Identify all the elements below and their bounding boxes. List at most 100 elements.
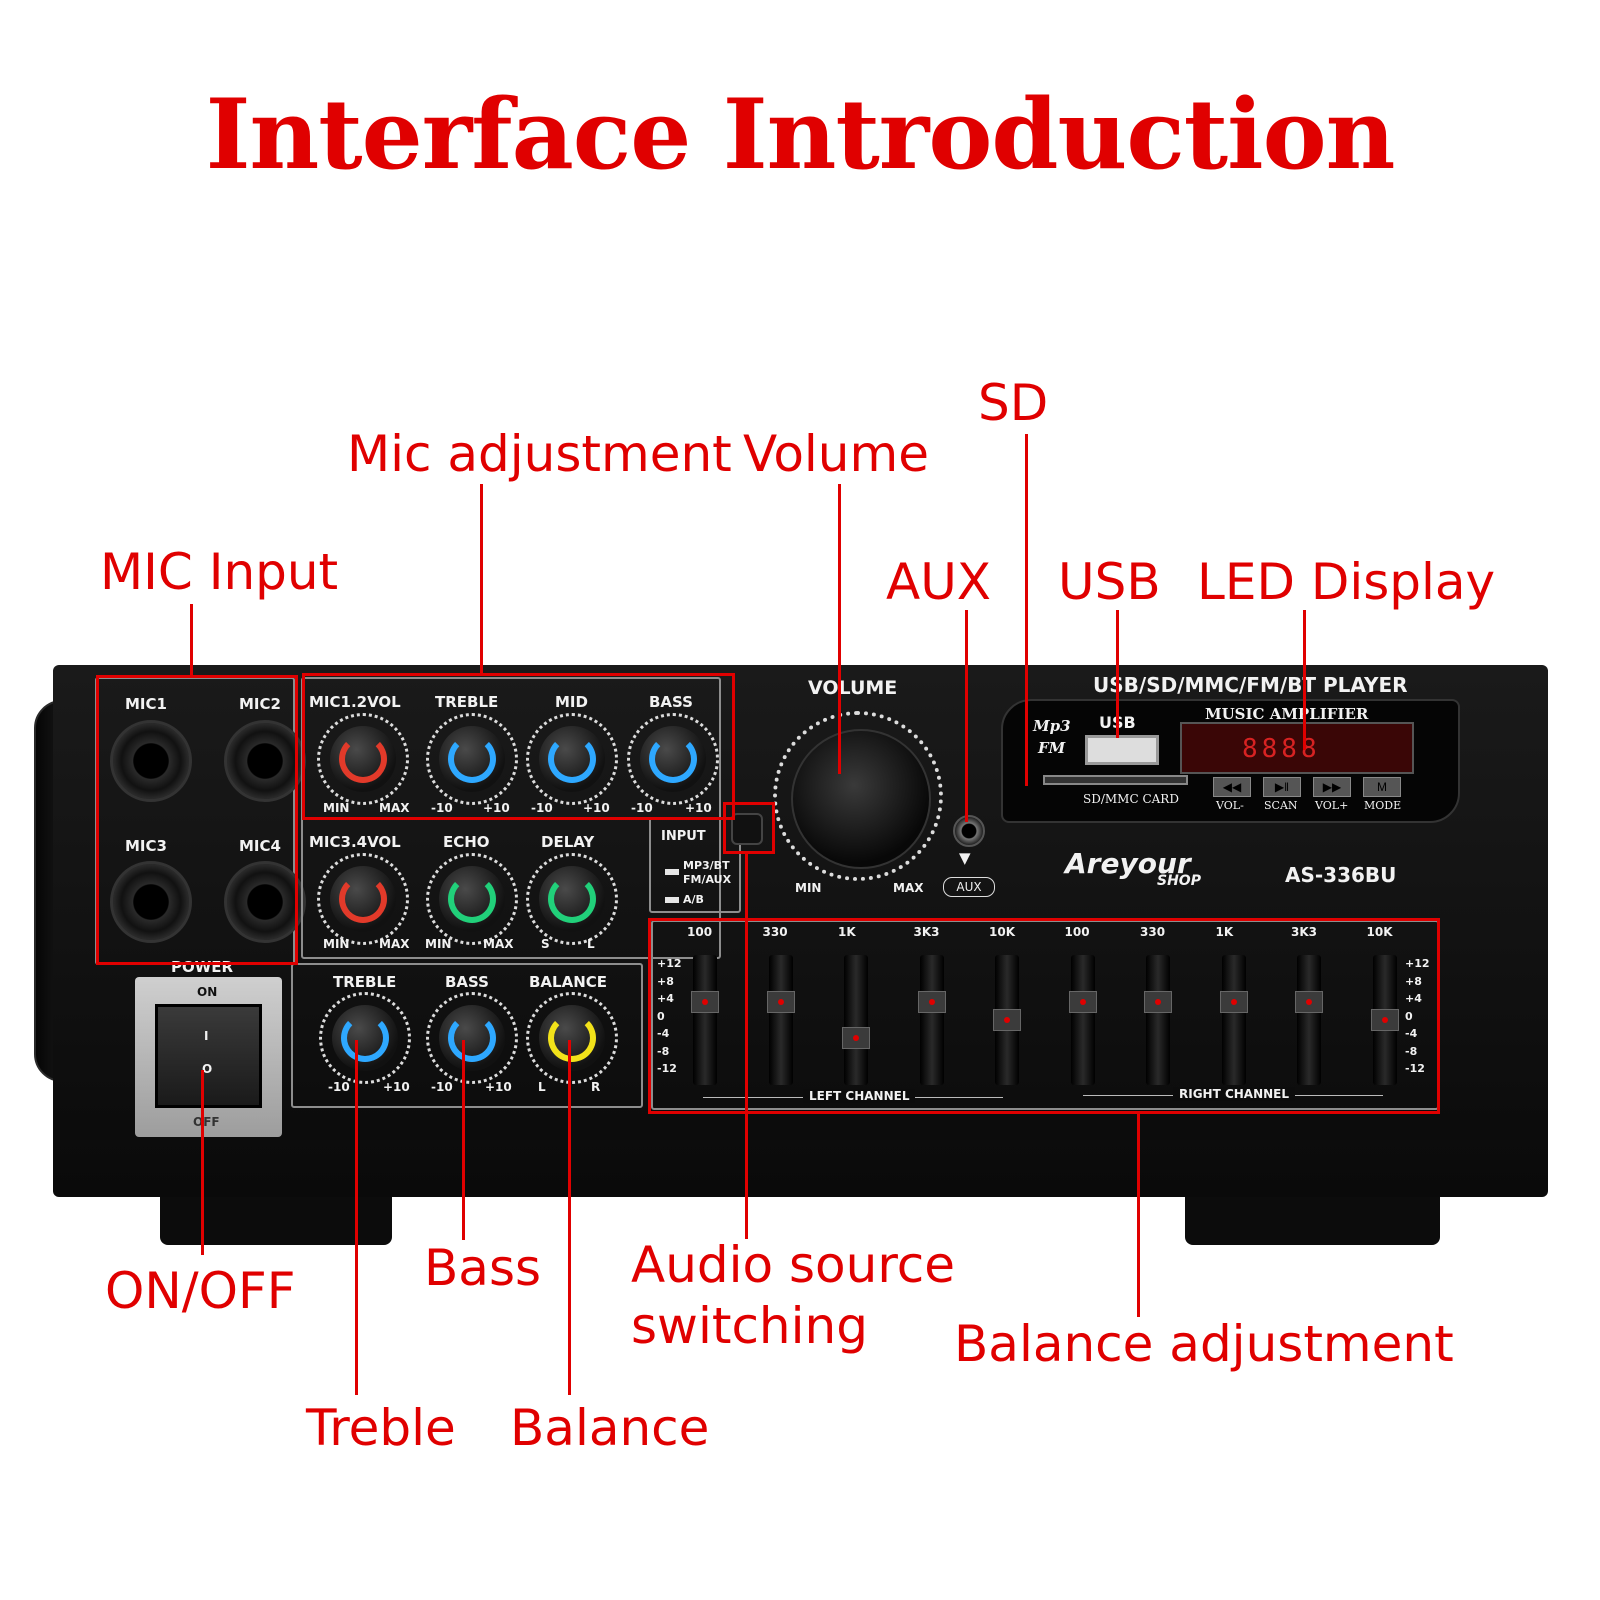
eq-slider-cap[interactable] — [917, 991, 946, 1013]
sd-card-slot[interactable] — [1043, 775, 1188, 785]
eq-slider-cap[interactable] — [842, 1027, 870, 1049]
volume-knob[interactable] — [773, 711, 943, 881]
callout-aux: AUX — [886, 553, 992, 611]
eq-slider-cap[interactable] — [1370, 1009, 1399, 1031]
eq-freq-label: 1K — [1215, 925, 1234, 939]
mic-bass-knob[interactable] — [627, 713, 719, 805]
vol-down-label: VOL- — [1216, 799, 1244, 812]
mic4-jack[interactable] — [224, 861, 306, 943]
eq-slider[interactable] — [766, 955, 795, 1085]
eq-scale-right: 0 — [1405, 1009, 1413, 1023]
usb-port[interactable] — [1085, 735, 1159, 765]
eq-slider-indicator — [928, 999, 935, 1005]
vol-down-button[interactable]: ◀◀ — [1213, 777, 1251, 797]
power-switch[interactable]: I O — [155, 1004, 262, 1108]
eq-scale-right: -4 — [1405, 1027, 1418, 1040]
mode-button[interactable]: M — [1363, 777, 1401, 797]
eq-slider[interactable] — [993, 955, 1021, 1085]
eq-slider-cap[interactable] — [1068, 991, 1097, 1013]
callout-balance-adjustment: Balance adjustment — [954, 1315, 1454, 1373]
eq-slider-cap[interactable] — [1219, 991, 1248, 1013]
eq-slider[interactable] — [1068, 955, 1097, 1085]
delay-max: L — [587, 937, 595, 951]
eq-freq-label: 330 — [1140, 925, 1166, 939]
eq-slider-cap[interactable] — [993, 1009, 1021, 1031]
led-digits: 8888 — [1242, 734, 1321, 764]
bass-max: +10 — [485, 1080, 512, 1094]
input-option-b: A/B — [683, 893, 704, 906]
eq-freq-label: 10K — [989, 925, 1015, 939]
balance-leader — [568, 1040, 571, 1395]
eq-slider[interactable] — [917, 955, 946, 1085]
left-channel-label: LEFT CHANNEL — [803, 1089, 916, 1103]
callout-balance: Balance — [510, 1399, 710, 1457]
player-title: USB/SD/MMC/FM/BT PLAYER — [1093, 673, 1408, 697]
scan-button[interactable]: ▶‖ — [1263, 777, 1301, 797]
volume-max: MAX — [893, 881, 924, 895]
mic12-vol-knob[interactable] — [317, 713, 409, 805]
eq-slider[interactable] — [842, 955, 870, 1085]
echo-knob[interactable] — [426, 853, 518, 945]
eq-slider-indicator — [702, 999, 708, 1005]
delay-min: S — [541, 937, 550, 951]
eq-slider-indicator — [1004, 1017, 1010, 1023]
mic3-jack[interactable] — [110, 861, 192, 943]
eq-slider[interactable] — [691, 955, 719, 1085]
eq-slider-cap[interactable] — [766, 991, 795, 1013]
bass-knob[interactable] — [426, 992, 518, 1084]
callout-audio-source-line2: switching — [631, 1297, 868, 1355]
eq-scale-left: -12 — [657, 1062, 677, 1075]
eq-slider-cap[interactable] — [691, 991, 719, 1013]
eq-slider-cap[interactable] — [1144, 991, 1172, 1013]
balance-knob[interactable] — [526, 992, 618, 1084]
callout-mic-input: MIC Input — [100, 543, 339, 601]
led-display: 8888 — [1180, 722, 1414, 774]
aux-leader — [965, 610, 968, 822]
mic3-label: MIC3 — [125, 837, 167, 855]
mic12vol-max: MAX — [379, 801, 410, 815]
balance-max: R — [591, 1080, 601, 1094]
input-select-button[interactable] — [731, 813, 763, 845]
eq-scale-left: +4 — [657, 992, 674, 1005]
eq-scale-left: -8 — [657, 1044, 670, 1058]
eq-slider[interactable] — [1295, 955, 1323, 1085]
eq-slider[interactable] — [1219, 955, 1248, 1085]
mic1-jack[interactable] — [110, 720, 192, 802]
eq-scale-right: +12 — [1405, 957, 1430, 970]
eq-slider-indicator — [853, 1035, 859, 1041]
knob-label-delay: DELAY — [541, 833, 595, 851]
power-on-label: ON — [197, 985, 218, 999]
power-off-label: OFF — [193, 1115, 220, 1129]
eq-slider-indicator — [777, 999, 784, 1005]
volume-min: MIN — [795, 881, 822, 895]
mic-mid-knob[interactable] — [526, 713, 618, 805]
echo-min: MIN — [425, 937, 452, 951]
eq-freq-label: 3K3 — [1291, 925, 1317, 939]
callout-audio-source-line1: Audio source — [631, 1236, 956, 1294]
eq-slider[interactable] — [1370, 955, 1399, 1085]
eq-slider-indicator — [1230, 999, 1237, 1005]
on-off-leader — [201, 1070, 204, 1255]
knob-label-top-treble: TREBLE — [435, 693, 499, 711]
mic-input-leader — [190, 604, 193, 675]
treble-knob[interactable] — [319, 992, 411, 1084]
bass-min: -10 — [431, 1080, 453, 1094]
mic34-vol-knob[interactable] — [317, 853, 409, 945]
right-foot — [1185, 1190, 1440, 1245]
vol-up-button[interactable]: ▶▶ — [1313, 777, 1351, 797]
power-off-glyph: O — [202, 1062, 213, 1076]
aux-arrow-icon: ▼ — [959, 849, 971, 867]
eq-scale-right: -12 — [1405, 1062, 1425, 1075]
eq-freq-label: 10K — [1366, 925, 1393, 939]
treble-min: -10 — [328, 1080, 350, 1094]
treble-max: +10 — [383, 1080, 410, 1094]
power-on-glyph: I — [204, 1029, 209, 1043]
eq-slider[interactable] — [1144, 955, 1172, 1085]
eq-slider-cap[interactable] — [1295, 991, 1323, 1013]
delay-knob[interactable] — [526, 853, 618, 945]
knob-label-mic34vol: MIC3.4VOL — [309, 833, 401, 851]
aux-jack[interactable] — [953, 815, 985, 847]
mic12vol-min: MIN — [323, 801, 350, 815]
mic-treble-knob[interactable] — [426, 713, 518, 805]
